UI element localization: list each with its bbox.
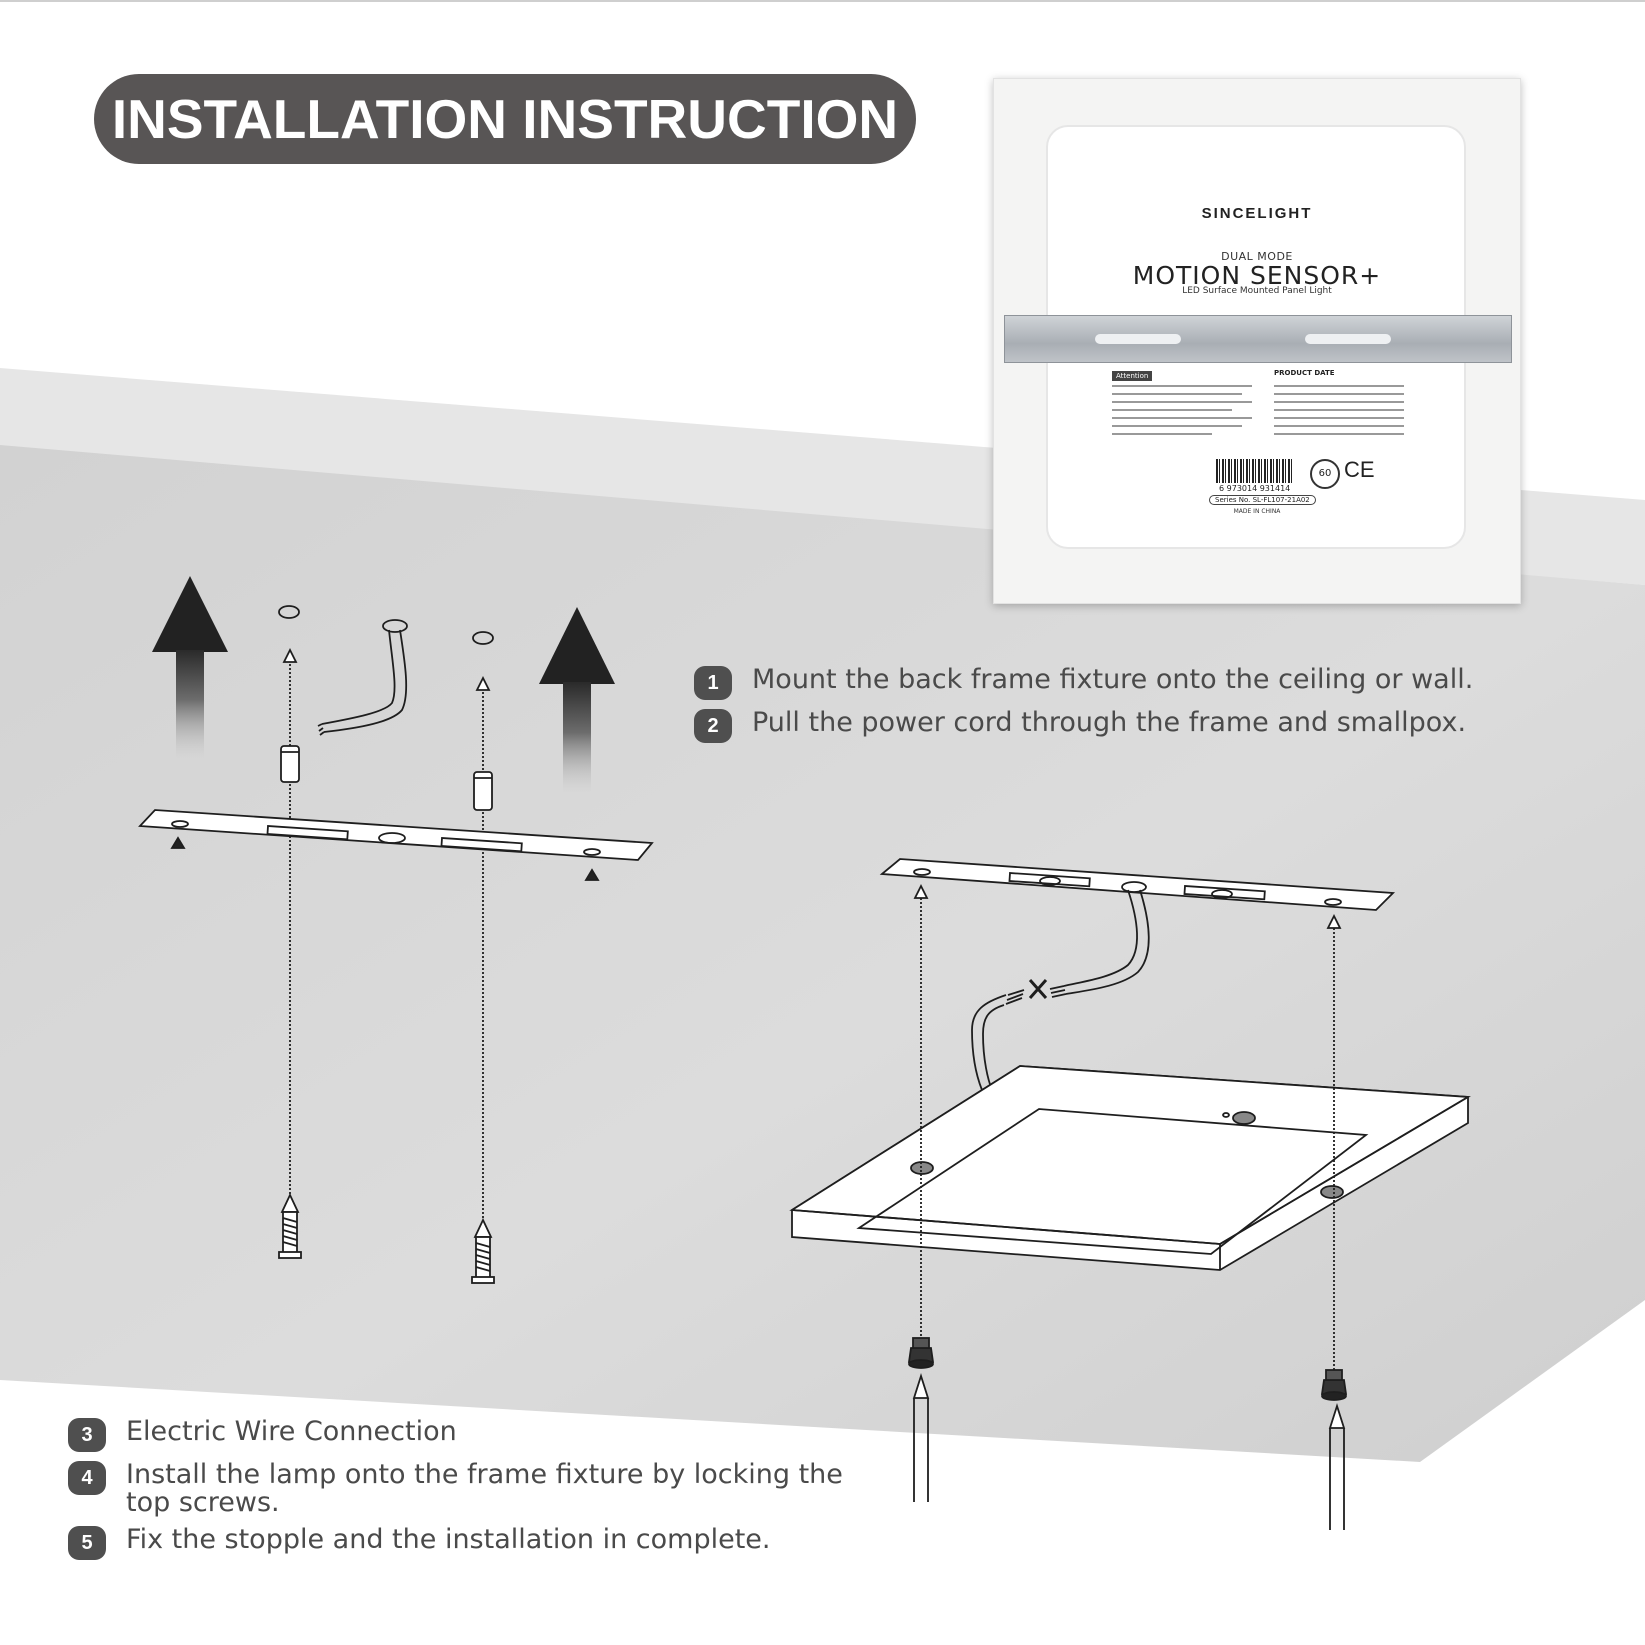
product-series: Series No. SL-FL107-21A02 [1209,495,1316,505]
product-subline: LED Surface Mounted Panel Light [1182,286,1332,296]
wire-connection [971,889,1150,1091]
warranty-badge-icon: 60 [1310,459,1340,489]
step-3-badge: 3 [68,1418,106,1452]
right-install-drawing [789,858,1471,1530]
step-1: 1 Mount the back frame fixture onto the … [694,666,1574,700]
product-model: MOTION SENSOR+ [1132,261,1382,290]
screw-right [471,1217,495,1284]
step-4-badge: 4 [68,1461,106,1495]
step-5-badge: 5 [68,1526,106,1560]
product-bracket [1004,315,1512,363]
mounting-bar-right [879,858,1396,911]
step-3: 3 Electric Wire Connection [68,1418,908,1452]
step-5: 5 Fix the stopple and the installation i… [68,1526,908,1560]
step-4: 4 Install the lamp onto the frame fixtur… [68,1461,908,1517]
step-2-badge: 2 [694,709,732,743]
step-1-text: Mount the back frame fixture onto the ce… [752,664,1474,695]
page-title: INSTALLATION INSTRUCTION [111,88,899,150]
stopple-right [1320,1369,1348,1401]
screwdriver-left [912,1373,930,1502]
product-spec-label: PRODUCT DATE [1274,369,1335,377]
product-brand: SINCELIGHT [1201,205,1313,222]
product-photo: SINCELIGHT DUAL MODE MOTION SENSOR+ LED … [993,78,1521,604]
axis-arrow-left [282,647,298,663]
screwdriver-right [1328,1403,1346,1530]
step-2: 2 Pull the power cord through the frame … [694,709,1574,743]
wall-anchor-left [280,745,300,783]
product-attention-label: Attention [1112,371,1153,381]
wall-anchor-right [473,771,493,811]
barcode-number: 6 973014 931414 [1219,484,1291,493]
mounting-bar-left [138,809,654,881]
lamp-panel [789,1065,1471,1271]
up-arrow-right [539,607,615,794]
axis-arrow-right [475,675,491,691]
up-arrow-left [152,576,228,760]
ceiling-hole-right [472,631,494,645]
ce-mark: CE [1344,457,1375,482]
step-1-badge: 1 [694,666,732,700]
product-mode: DUAL MODE [1221,250,1293,263]
stopple-left [907,1337,935,1369]
title-banner: INSTALLATION INSTRUCTION [94,74,916,164]
product-made-in: MADE IN CHINA [1233,508,1281,515]
left-install-drawing [138,576,654,1284]
panel-axis-arrow-right [1326,913,1342,929]
step-2-text: Pull the power cord through the frame an… [752,707,1467,738]
step-3-text: Electric Wire Connection [126,1416,457,1447]
power-cable-left [317,619,408,736]
barcode-icon [1216,459,1294,483]
ceiling-hole-left [278,605,300,619]
screw-left [278,1192,302,1259]
step-5-text: Fix the stopple and the installation in … [126,1524,771,1555]
step-4-text: Install the lamp onto the frame fixture … [126,1459,843,1518]
panel-axis-arrow-left [913,883,929,899]
